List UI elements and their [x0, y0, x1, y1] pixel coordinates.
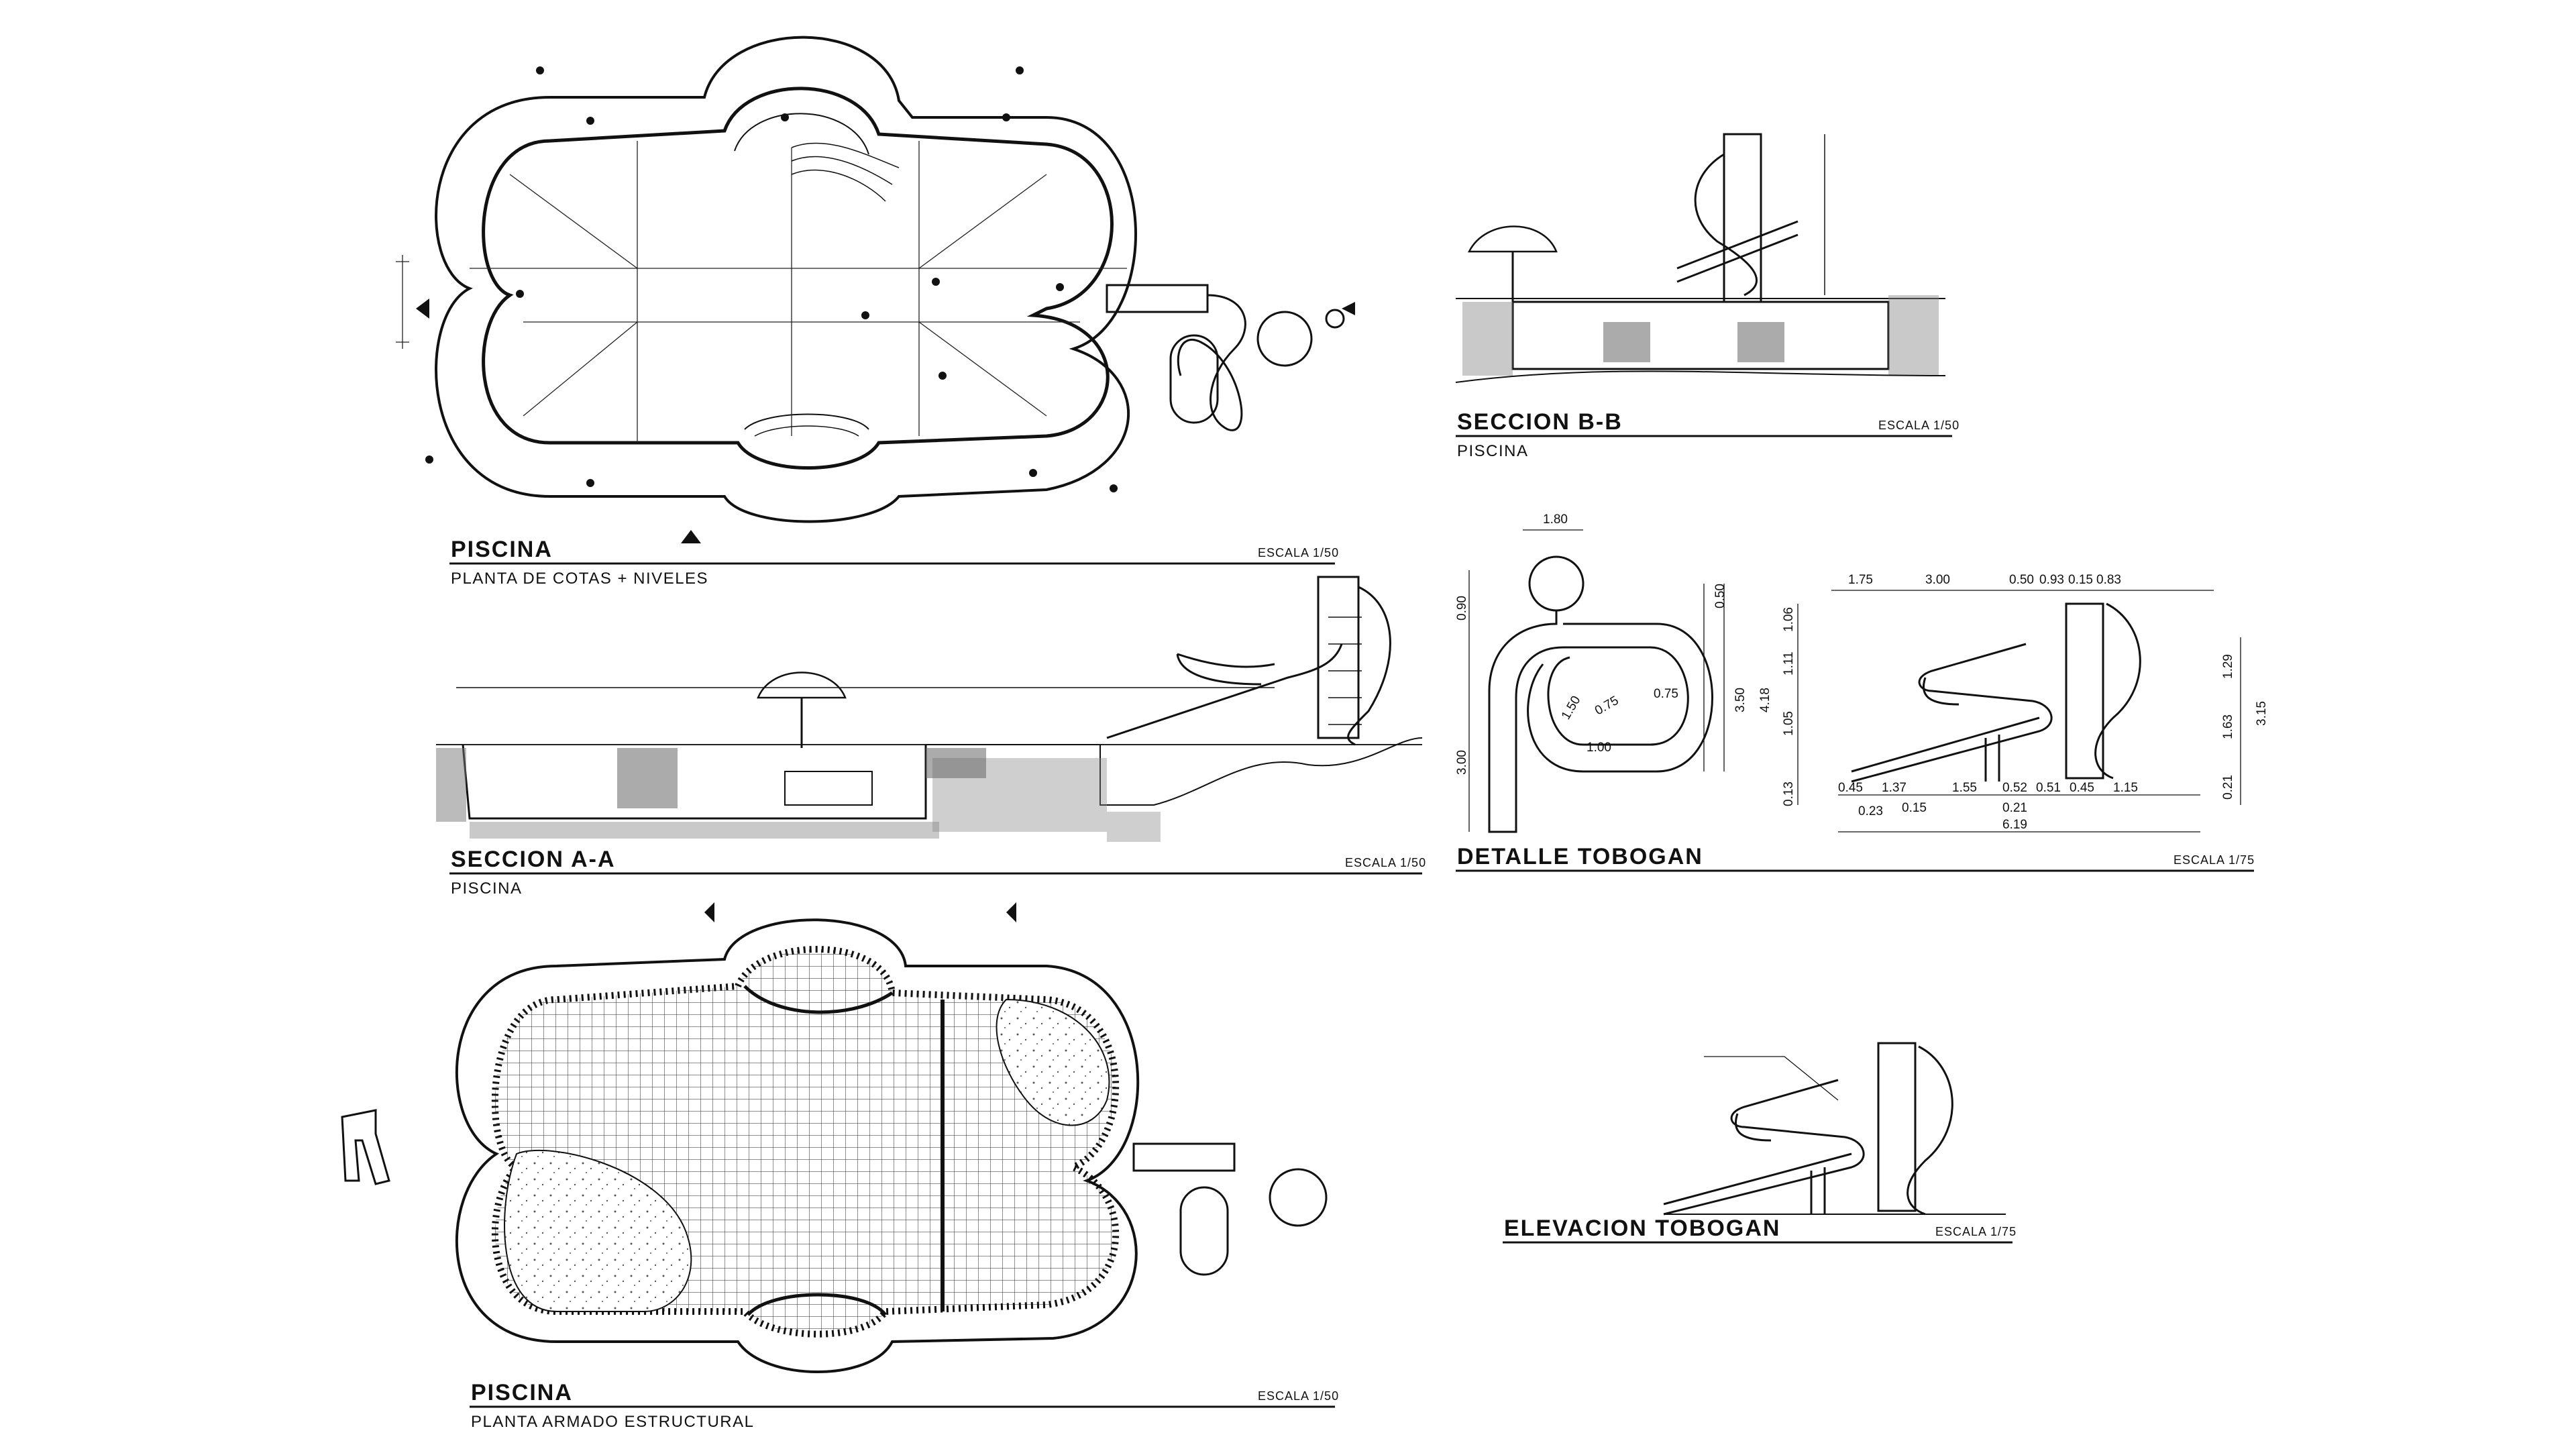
detalle-tobogan-scale: ESCALA 1/75 [2174, 853, 2255, 867]
detalle-dim-elev-right-1: 1.63 [2221, 714, 2235, 739]
detalle-dim-plan-left-b: 3.00 [1455, 750, 1469, 775]
plan-armado-subtitle: PLANTA ARMADO ESTRUCTURAL [471, 1413, 754, 1431]
detalle-dim-elev-bottom-0: 0.45 [1838, 781, 1863, 795]
detalle-dim-elev-bottom-4: 0.51 [2036, 781, 2061, 795]
seccion-bb-drawing [1455, 133, 1946, 383]
detalle-dim-elev-bottom-2: 1.55 [1952, 781, 1977, 795]
detalle-dim-elev-bottom-6: 1.15 [2113, 781, 2138, 795]
detalle-dim-plan-right-b: 3.50 [1733, 688, 1748, 712]
detalle-dim-elev-bottom-1: 1.37 [1882, 781, 1907, 795]
plan-niveles-scale: ESCALA 1/50 [1258, 546, 1339, 559]
seccion-bb-title: SECCION B-B [1457, 409, 1623, 435]
detalle-dim-elev-left-0: 1.06 [1782, 607, 1796, 632]
detalle-tobogan-plan: 1.80 0.90 3.00 0.50 3.50 1.50 0.75 0.75 … [1455, 513, 1748, 833]
detalle-dim-plan-inner-b: 0.75 [1593, 694, 1621, 718]
seccion-bb-scale: ESCALA 1/50 [1878, 419, 1960, 432]
seccion-aa-scale: ESCALA 1/50 [1345, 856, 1426, 869]
detalle-dim-plan-inner-c: 0.75 [1654, 687, 1678, 701]
detalle-dim-elev-top-0: 1.75 [1848, 573, 1873, 587]
seccion-aa-subtitle: PISCINA [451, 879, 523, 898]
detalle-dim-plan-left-a: 0.90 [1455, 596, 1469, 621]
plan-armado-drawing [341, 902, 1328, 1373]
detalle-dim-plan-inner-d: 1.00 [1587, 741, 1611, 755]
detalle-dim-elev-right-total: 3.15 [2255, 701, 2269, 726]
detalle-dim-elev-bottom-5: 0.45 [2070, 781, 2094, 795]
detalle-dim-elev-top-5: 0.83 [2096, 573, 2121, 587]
detalle-dim-elev-bottom2-2: 0.21 [2002, 801, 2027, 815]
detalle-dim-elev-top-3: 0.93 [2039, 573, 2064, 587]
detalle-dim-plan-right-a: 0.50 [1713, 584, 1727, 608]
elevacion-tobogan-scale: ESCALA 1/75 [1935, 1225, 2017, 1238]
detalle-dim-elev-right-0: 1.29 [2221, 654, 2235, 679]
detalle-dim-elev-top-1: 3.00 [1925, 573, 1950, 587]
detalle-dim-elev-left-3: 0.13 [1782, 782, 1796, 806]
plan-armado-title: PISCINA [471, 1380, 573, 1405]
detalle-dim-elev-left-2: 1.05 [1782, 711, 1796, 736]
detalle-dim-elev-bottom2-1: 0.15 [1902, 801, 1927, 815]
detalle-dim-elev-bottom2-0: 0.23 [1858, 804, 1883, 818]
elevacion-tobogan-title: ELEVACION TOBOGAN [1504, 1216, 1780, 1241]
plan-niveles-subtitle: PLANTA DE COTAS + NIVELES [451, 570, 708, 588]
seccion-aa-title: SECCION A-A [451, 847, 616, 872]
elevacion-tobogan-drawing [1663, 1042, 2006, 1216]
detalle-dim-plan-inner-a: 1.50 [1559, 694, 1584, 722]
plan-niveles-title: PISCINA [451, 537, 553, 562]
seccion-aa-drawing [436, 576, 1423, 842]
detalle-dim-elev-left-total: 4.18 [1758, 688, 1772, 712]
detalle-tobogan-title: DETALLE TOBOGAN [1457, 844, 1703, 869]
detalle-dim-elev-top-2: 0.50 [2009, 573, 2034, 587]
seccion-bb-subtitle: PISCINA [1457, 442, 1529, 460]
plan-armado-scale: ESCALA 1/50 [1258, 1389, 1339, 1403]
plan-niveles-drawing [396, 36, 1355, 543]
detalle-dim-plan-top: 1.80 [1543, 513, 1568, 527]
detalle-tobogan-elevacion: 1.75 3.00 0.50 0.93 0.15 0.83 1.06 1.11 … [1758, 573, 2269, 833]
detalle-dim-elev-right-2: 0.21 [2221, 775, 2235, 800]
detalle-dim-elev-total: 6.19 [2002, 818, 2027, 832]
detalle-dim-elev-top-4: 0.15 [2068, 573, 2093, 587]
detalle-dim-elev-left-1: 1.11 [1782, 651, 1796, 676]
detalle-dim-elev-bottom-3: 0.52 [2002, 781, 2027, 795]
